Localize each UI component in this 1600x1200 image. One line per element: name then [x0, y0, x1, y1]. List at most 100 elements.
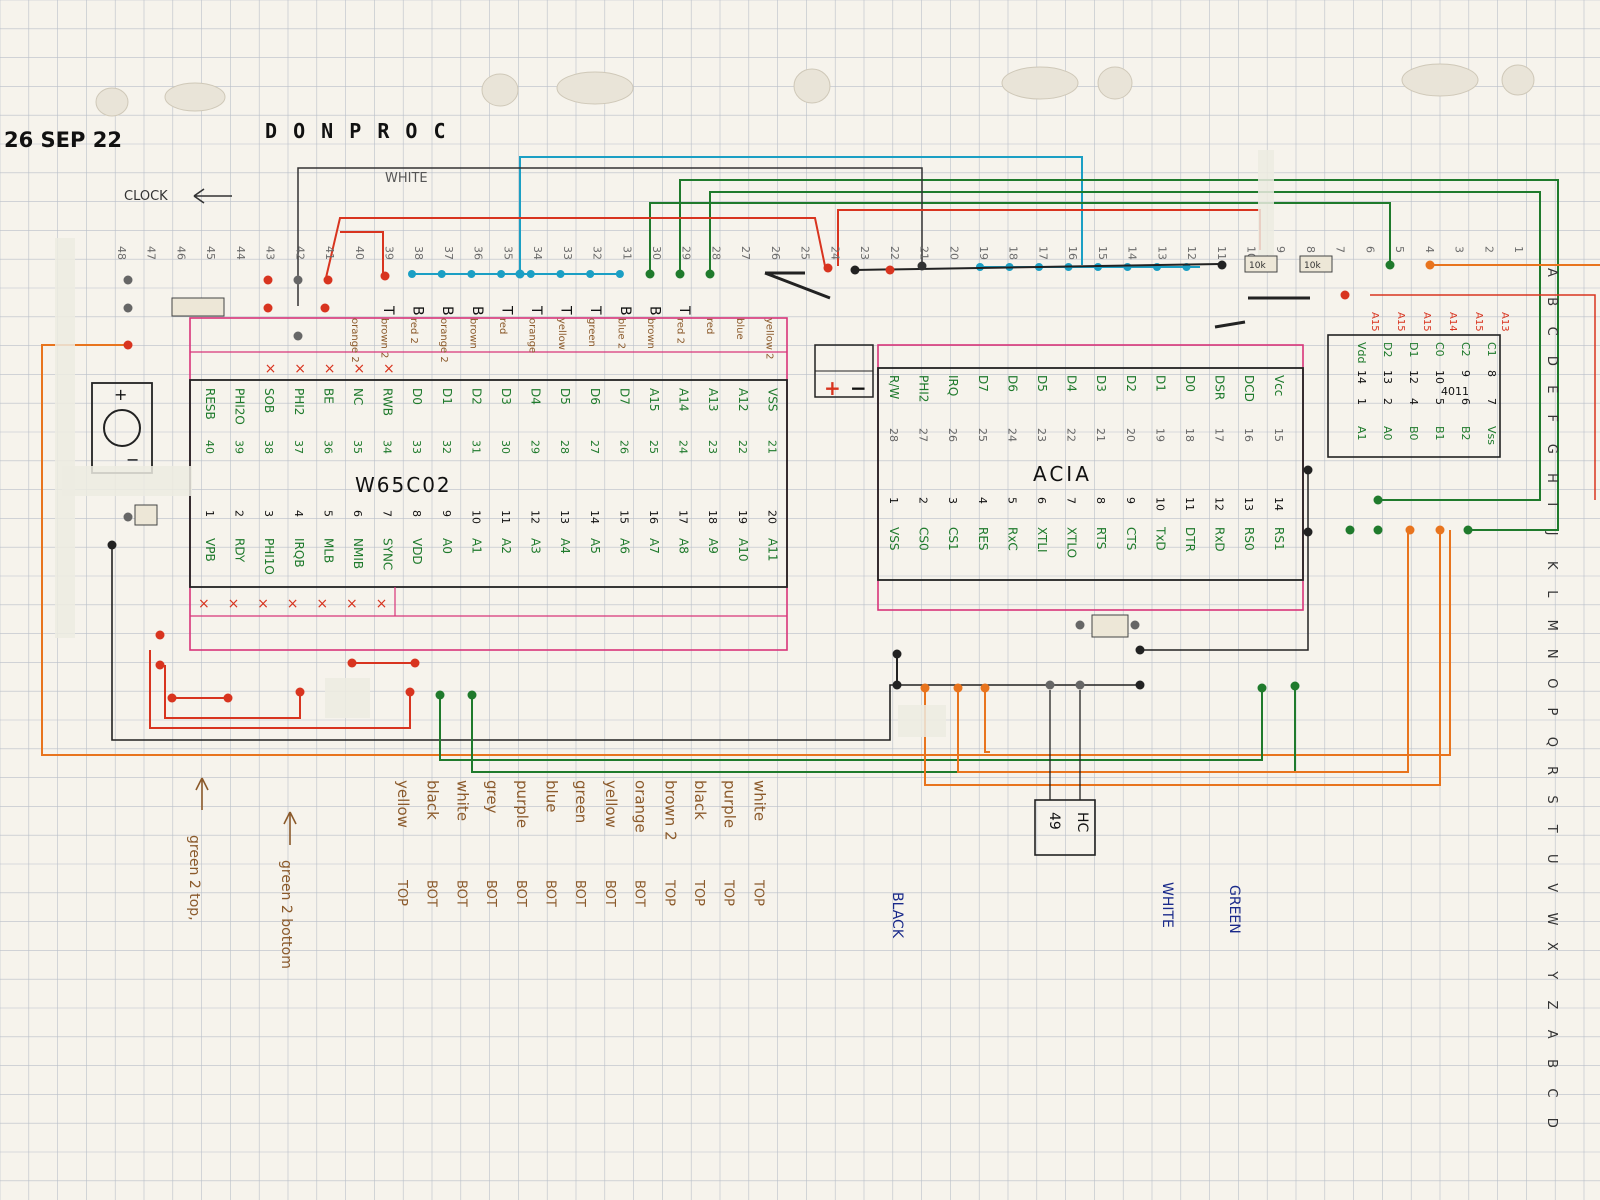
cpu-bottom-signal: RDY: [233, 538, 247, 563]
cpu-bottom-pin-number: 14: [588, 510, 601, 524]
cable-position: TOP: [691, 879, 706, 906]
hc-name: HC: [1074, 812, 1090, 833]
column-number: 1: [1512, 246, 1525, 253]
cable-position: TOP: [750, 879, 765, 906]
acia-bottom-pin-number: 10: [1153, 497, 1166, 511]
acia-top-signal: DCD: [1242, 375, 1256, 402]
cpu-top-signal: BE: [321, 388, 335, 404]
acia-top-signal: DSR: [1213, 375, 1227, 400]
red-wire: [1370, 294, 1596, 500]
cpu-text: RESB40PHI2O39SOB38PHI237BE36NC35RWB34D03…: [203, 388, 779, 575]
row-letter: S: [1544, 795, 1559, 803]
acia-top-pin-number: 15: [1272, 428, 1285, 442]
cpu-bottom-pin-number: 8: [410, 510, 423, 517]
connection-dot: [263, 303, 273, 313]
black-wire: [1049, 690, 1081, 800]
x-mark: ×: [287, 596, 299, 612]
connection-dot: [1340, 290, 1350, 300]
acia-top-pin-number: 23: [1035, 428, 1048, 442]
row-letter: C: [1544, 327, 1559, 336]
acia-bottom-pin-number: 12: [1213, 497, 1226, 511]
cable-color: grey: [483, 780, 501, 814]
cpu-top-signal: D3: [499, 388, 513, 405]
wire-color-note: red 2: [675, 318, 686, 344]
power-minus: −: [126, 450, 139, 469]
cable-color-list: yellowTOPblackBOTwhiteBOTgreyBOTpurpleBO…: [394, 780, 768, 907]
acia-top-pin-number: 22: [1065, 428, 1078, 442]
connection-dot: [1373, 525, 1383, 535]
cpu-top-pin-number: 29: [529, 440, 542, 454]
acia-bottom-pin-number: 5: [1005, 497, 1018, 504]
cpu-top-signal: D2: [469, 388, 483, 405]
connection-dot: [107, 540, 117, 550]
x-mark: ×: [383, 361, 395, 377]
cpu-top-pin-number: 33: [410, 440, 423, 454]
connection-dot: [263, 275, 273, 285]
orange-wire: [984, 688, 990, 753]
acia-top-signal: D3: [1094, 375, 1108, 392]
row-letter: P: [1544, 708, 1559, 716]
wire-color-note: green: [586, 318, 597, 347]
decoder-pin-label: 4: [1407, 398, 1420, 405]
decoder-address-label: A14: [1447, 312, 1458, 332]
x-mark: ×: [198, 596, 210, 612]
decoder-pin-label: B2: [1459, 426, 1472, 441]
cpu-bottom-pin-number: 9: [440, 510, 453, 517]
decoder-address-label: A15: [1473, 312, 1484, 332]
column-number: 47: [145, 246, 158, 260]
acia-bottom-pin-number: 2: [917, 497, 930, 504]
cpu-bottom-signal: MLB: [321, 538, 335, 563]
cpu-bottom-signal: A9: [706, 538, 720, 554]
cpu-top-pin-number: 37: [292, 440, 305, 454]
cpu-bottom-pin-number: 1: [203, 510, 216, 517]
cpu-bottom-signal: A3: [529, 538, 543, 554]
cpu-bottom-signal: VDD: [410, 538, 424, 565]
column-number: 45: [204, 246, 217, 260]
acia-bottom-pin-number: 14: [1272, 497, 1285, 511]
decoder-pin-label: 10: [1433, 370, 1446, 384]
crystal: [1091, 614, 1129, 638]
connection-dot: [1463, 525, 1473, 535]
decoder-pin-label: B0: [1407, 426, 1420, 441]
wire-color-note: orange 2: [349, 318, 360, 363]
acia-top-pin-number: 16: [1242, 428, 1255, 442]
cable-color: brown 2: [661, 780, 679, 841]
connection-dot: [293, 275, 303, 285]
connection-dot: [1373, 495, 1383, 505]
connection-dot: [1290, 681, 1300, 691]
acia-bottom-signal: CTS: [1124, 527, 1138, 550]
acia-bottom-pin-number: 8: [1094, 497, 1107, 504]
cpu-socket-outline: [189, 317, 788, 651]
red-wire: [324, 217, 826, 283]
column-number: 27: [739, 246, 752, 260]
connection-dot: [123, 512, 133, 522]
connection-dots: [107, 260, 1473, 703]
orange-wire: [924, 530, 1441, 786]
column-number: 43: [264, 246, 277, 260]
row-letter: F: [1544, 415, 1559, 422]
column-number: 21: [918, 246, 931, 260]
up-arrow-icon: [283, 811, 297, 845]
green-wire: [679, 179, 1559, 531]
acia-top-pin-number: 18: [1183, 428, 1196, 442]
cpu-top-signal: D1: [440, 388, 454, 405]
hc-num: 49: [1046, 812, 1062, 830]
resistor-label: 10k: [1304, 261, 1321, 271]
tape-strip: [1258, 150, 1274, 255]
column-number: 40: [353, 246, 366, 260]
binder-holes: [95, 63, 1535, 117]
cpu-bottom-pin-number: 6: [351, 510, 364, 517]
connection-dot: [410, 658, 420, 668]
unused-pin-marks: ××××××××××××: [198, 361, 395, 612]
acia-top-signal: IRQ: [946, 375, 960, 396]
binder-hole: [481, 73, 519, 107]
black-jumper: [764, 271, 831, 300]
cpu-top-pin-number: 23: [706, 440, 719, 454]
tape-strip: [55, 238, 75, 638]
row-letter: N: [1544, 649, 1559, 659]
cpu-top-pin-number: 30: [499, 440, 512, 454]
cable-position: BOT: [543, 880, 558, 907]
acia-bottom-pin-number: 7: [1065, 497, 1078, 504]
